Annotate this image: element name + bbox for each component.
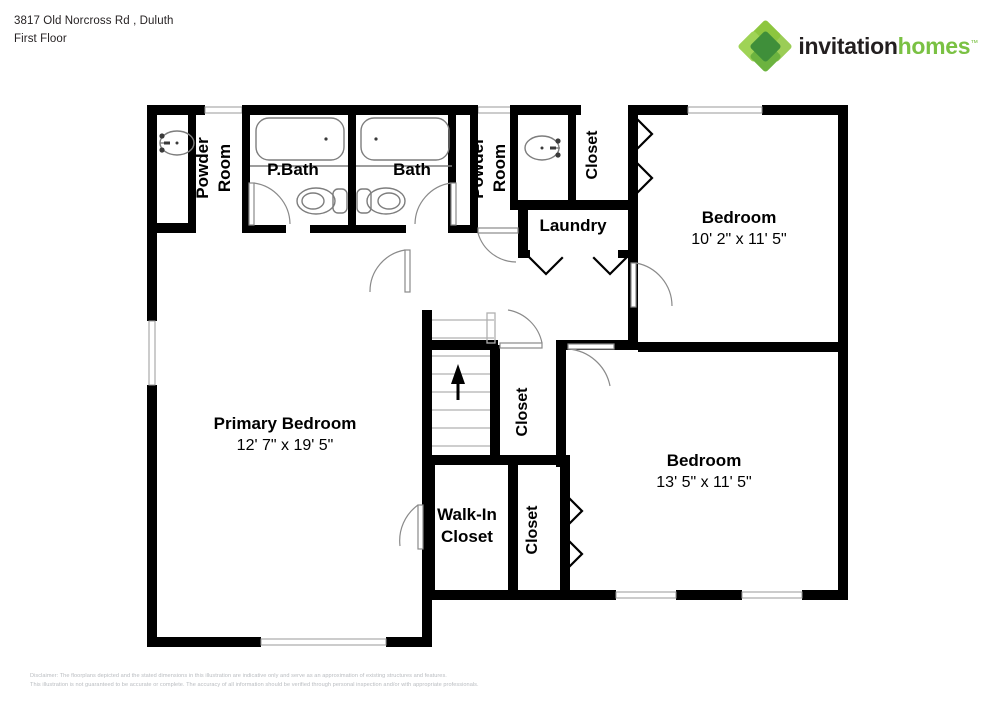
door-closet-stair[interactable] [499,309,543,349]
room-dimensions-text: 10' 2" x 11' 5" [691,231,786,248]
invitation-homes-logo: invitationhomes™ [737,19,978,73]
bifold-door-closet-lower[interactable] [564,493,584,572]
room-dimensions-text: 12' 7" x 19' 5" [237,437,334,454]
logo-word-invitation: invitation [798,32,898,59]
sink-powder-room-2 [524,135,561,161]
room-label-closet-stair: Closet [514,387,531,437]
room-name-text: P.Bath [267,160,319,179]
room-label-closet-top: Closet [584,130,601,180]
room-name-text: Powder [468,137,487,199]
bathtub-p-bath [250,117,348,167]
room-name-text: Closet [584,130,601,180]
room-name-text: Powder [193,137,212,199]
room-name-text: Closet [441,527,493,546]
room-label-primary-bedroom: Primary Bedroom 12' 7" x 19' 5" [214,414,357,454]
room-label-p-bath: P.Bath [267,160,319,179]
door-bedroom-lower-right[interactable] [567,343,615,387]
toilet-bath [356,187,406,215]
disclaimer-line-1: Disclaimer: The floorplans depicted and … [30,673,447,679]
room-name-text: Room [215,144,234,192]
property-address: 3817 Old Norcross Rd , Duluth [14,15,174,27]
room-name-text: Bedroom [667,451,742,470]
logo-trademark: ™ [970,37,978,47]
door-bath[interactable] [414,182,457,226]
room-name-text: Closet [514,387,531,437]
toilet-p-bath [296,187,348,215]
room-name-text: Laundry [539,216,607,235]
doors [248,116,673,572]
disclaimer-line-2: This illustration is not guaranteed to b… [30,682,479,688]
room-label-bedroom-upper-right: Bedroom 10' 2" x 11' 5" [691,208,786,248]
floor-label: First Floor [14,33,67,45]
staircase [432,312,496,447]
bifold-door-closet-top[interactable] [634,116,654,196]
interior-walls [147,105,848,597]
door-walk-in-closet[interactable] [399,504,424,550]
room-label-bath: Bath [393,160,431,179]
stairs-up-arrow [451,364,465,400]
door-p-bath[interactable] [248,182,291,226]
door-hall-left[interactable] [369,249,411,293]
room-name-text: Bedroom [702,208,777,227]
room-name-text: Primary Bedroom [214,414,357,433]
room-name-text: Walk-In [437,505,497,524]
room-label-closet-lower: Closet [524,505,541,555]
disclaimer: Disclaimer: The floorplans depicted and … [30,672,479,690]
room-dimensions-text: 13' 5" x 11' 5" [656,474,751,491]
room-name-text: Bath [393,160,431,179]
bifold-door-laundry[interactable] [528,256,628,276]
door-powder-room-2[interactable] [477,227,519,263]
room-label-laundry: Laundry [539,216,607,235]
plan-header: 3817 Old Norcross Rd , Duluth First Floo… [14,14,174,47]
sink-powder-room-1 [159,130,195,156]
room-name-text: Room [490,144,509,192]
logo-word-homes: homes [897,32,971,59]
room-label-bedroom-lower-right: Bedroom 13' 5" x 11' 5" [656,451,751,491]
door-bedroom-upper-right[interactable] [630,262,673,308]
room-name-text: Closet [524,505,541,555]
logo-wordmark: invitationhomes™ [798,33,978,60]
bathtub-bath [356,117,452,167]
